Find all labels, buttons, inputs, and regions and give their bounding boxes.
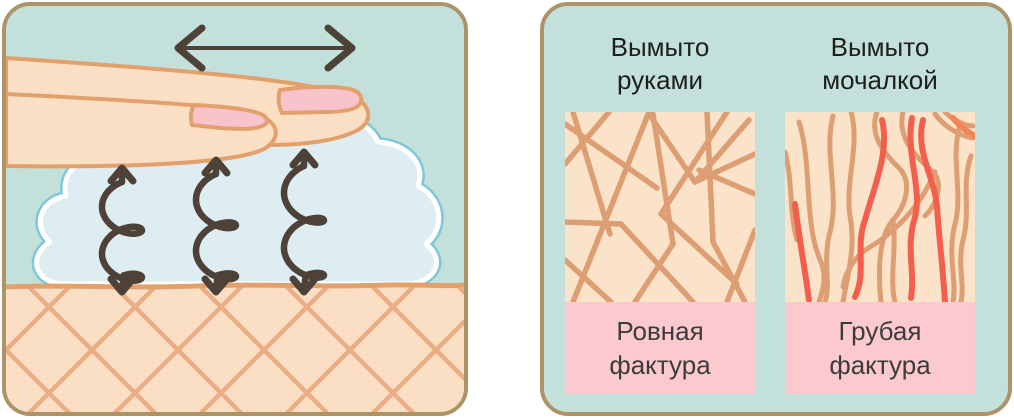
texture-comparison-panel: Вымыто руками bbox=[540, 2, 1012, 416]
column-header: Вымыто руками bbox=[610, 32, 710, 95]
spring-vibration-arrow-icon bbox=[98, 164, 146, 296]
column-washed-by-hand: Вымыто руками bbox=[565, 6, 755, 412]
column-washed-by-sponge: Вымыто мочалкой bbox=[785, 6, 975, 412]
front-fingernail bbox=[188, 103, 269, 131]
foam-washing-illustration bbox=[6, 24, 464, 412]
foam-washing-panel bbox=[2, 2, 468, 416]
rough-tan-lines bbox=[785, 112, 975, 302]
skin-surface bbox=[6, 282, 464, 412]
column-header: Вымыто мочалкой bbox=[822, 32, 938, 95]
skin-top-edge bbox=[6, 282, 464, 290]
rough-red-scratch-lines bbox=[792, 115, 975, 302]
rough-texture-lines bbox=[785, 112, 975, 302]
back-fingernail bbox=[276, 84, 364, 115]
spring-vibration-arrow-icon bbox=[280, 148, 328, 296]
rough-skin-texture-swatch bbox=[785, 112, 975, 302]
texture-caption: Грубая фактура bbox=[785, 302, 975, 394]
spring-vibration-arrows bbox=[98, 148, 328, 296]
smooth-texture-lines bbox=[565, 112, 755, 302]
fingers bbox=[6, 56, 371, 169]
spring-vibration-arrow-icon bbox=[192, 156, 240, 296]
horizontal-motion-arrow-icon bbox=[174, 24, 356, 72]
smooth-skin-texture-swatch bbox=[565, 112, 755, 302]
texture-caption: Ровная фактура bbox=[565, 302, 755, 394]
